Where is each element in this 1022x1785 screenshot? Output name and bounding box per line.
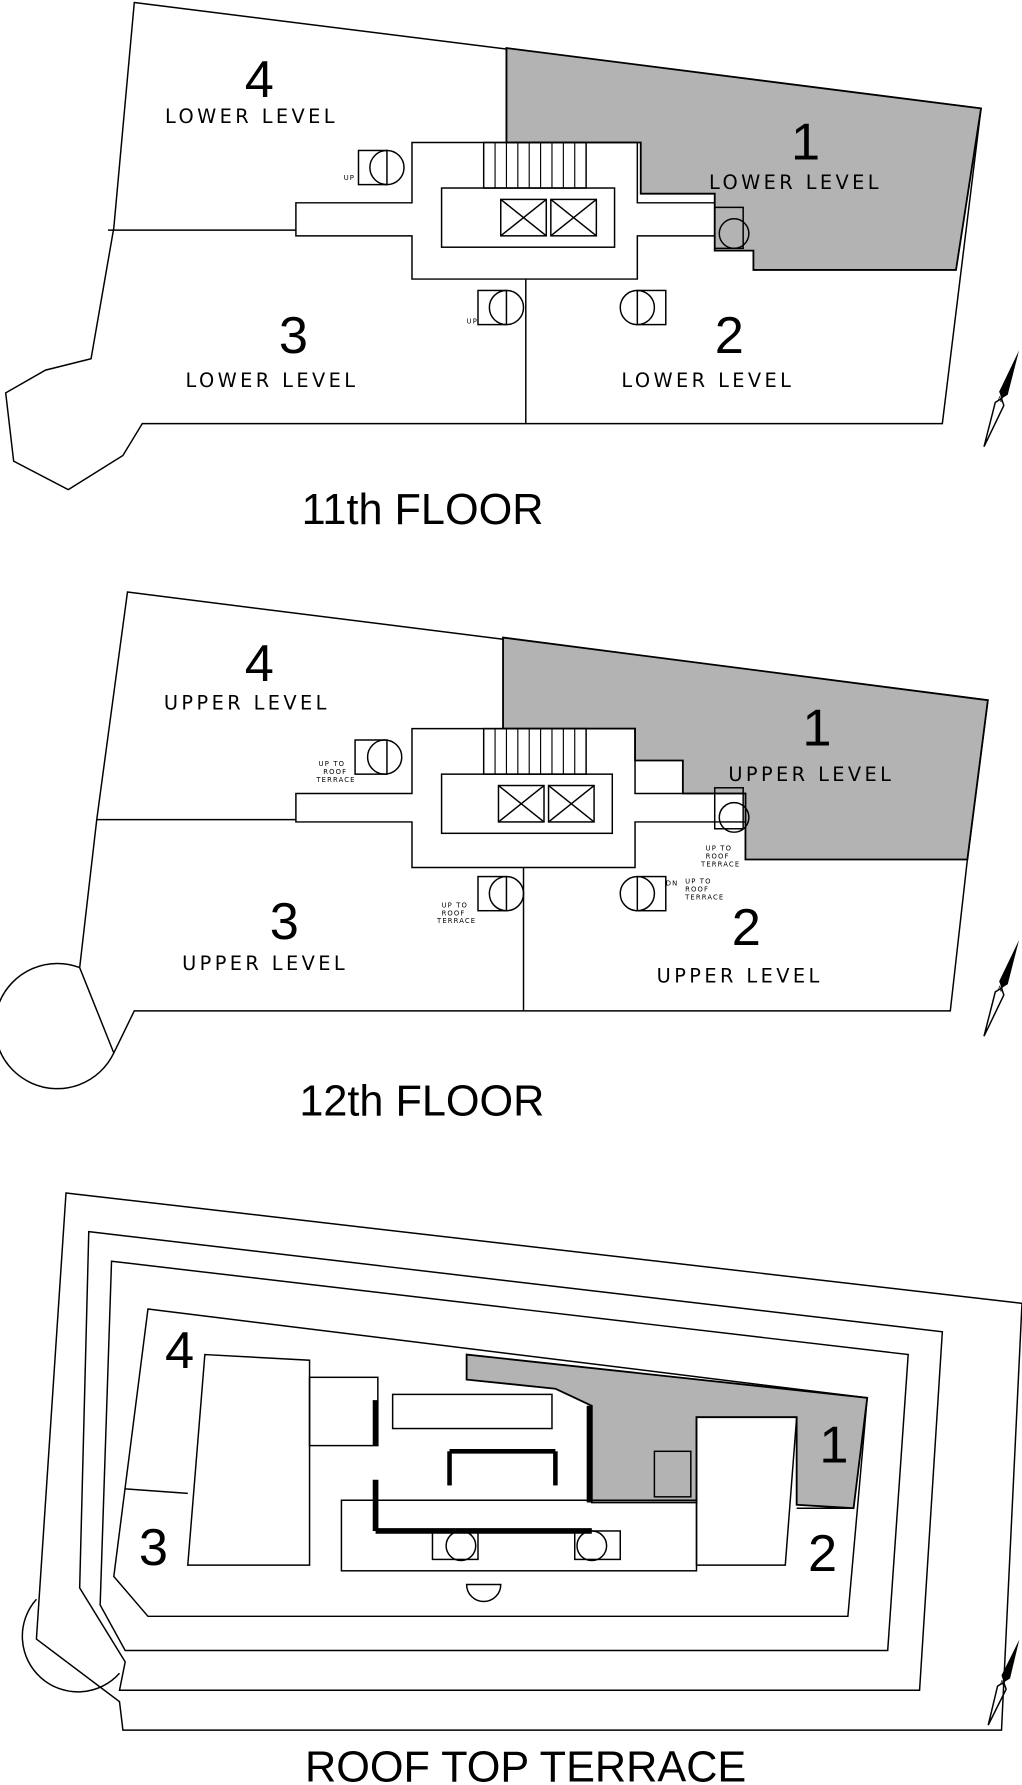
unit-1-shaded-area xyxy=(465,1353,869,1510)
core-stair xyxy=(482,727,587,775)
floor-11-plan: UP UP 4 LOWER LEVEL 1 LOWER LEVEL 3 LOWE… xyxy=(4,1,1020,534)
unit-3-level: LOWER LEVEL xyxy=(186,369,359,392)
unit-1-number: 1 xyxy=(802,700,831,758)
spiral-stair xyxy=(477,289,525,326)
unit-2-number: 2 xyxy=(732,899,761,957)
core-stair xyxy=(482,141,587,189)
floor-11-title: 11th FLOOR xyxy=(302,486,544,534)
spiral-stair xyxy=(357,149,405,186)
north-label: N xyxy=(996,985,1005,995)
roof-title: ROOF TOP TERRACE xyxy=(305,1743,746,1785)
spiral-stair xyxy=(573,1530,621,1562)
unit-4-level: LOWER LEVEL xyxy=(165,105,338,128)
north-label: N xyxy=(999,1679,1008,1689)
core-outline xyxy=(295,141,716,280)
spiral-stair xyxy=(713,206,750,250)
unit-4-number: 4 xyxy=(245,51,274,109)
unit-2-number: 2 xyxy=(808,1525,837,1583)
unit-3-number: 3 xyxy=(270,893,299,951)
unit-1-number: 1 xyxy=(819,1417,848,1475)
north-arrow-icon: N xyxy=(987,1639,1020,1726)
units-outline xyxy=(113,1308,869,1618)
roof-terrace-plan: 4 1 3 2 ROOF TOP TERRACE N xyxy=(21,1192,1022,1785)
spiral-stair xyxy=(619,875,667,912)
unit-4-number: 4 xyxy=(165,1322,194,1380)
floor-11-outline xyxy=(4,1,982,491)
unit-2-level: UPPER LEVEL xyxy=(657,964,823,987)
north-arrow-icon: N xyxy=(983,350,1020,448)
north-arrow-icon: N xyxy=(983,939,1020,1037)
unit-4-number: 4 xyxy=(245,635,274,693)
unit-1-level: LOWER LEVEL xyxy=(709,171,882,194)
spiral-stair xyxy=(354,739,403,775)
unit-4-level: UPPER LEVEL xyxy=(164,691,330,714)
unit-3-number: 3 xyxy=(139,1519,168,1577)
north-label: N xyxy=(996,395,1005,405)
dn-label: DN xyxy=(666,880,679,888)
unit-3-level: UPPER LEVEL xyxy=(182,952,348,975)
unit-1-number: 1 xyxy=(791,114,820,172)
stair-label: UP xyxy=(344,174,355,182)
floor-12-title: 12th FLOOR xyxy=(299,1078,544,1126)
spiral-stair xyxy=(477,875,525,912)
spiral-stair xyxy=(431,1530,479,1562)
spiral-stair xyxy=(653,1450,692,1498)
unit-2-level: LOWER LEVEL xyxy=(621,369,794,392)
core-outline xyxy=(295,727,747,869)
spiral-stair xyxy=(713,787,750,833)
unit-3-number: 3 xyxy=(279,307,308,365)
terrace-outer-outline xyxy=(35,1192,1022,1731)
stair-label: UP xyxy=(467,317,478,325)
unit-2-number: 2 xyxy=(715,307,744,365)
spiral-stair xyxy=(619,289,667,326)
unit-1-level: UPPER LEVEL xyxy=(728,763,894,786)
